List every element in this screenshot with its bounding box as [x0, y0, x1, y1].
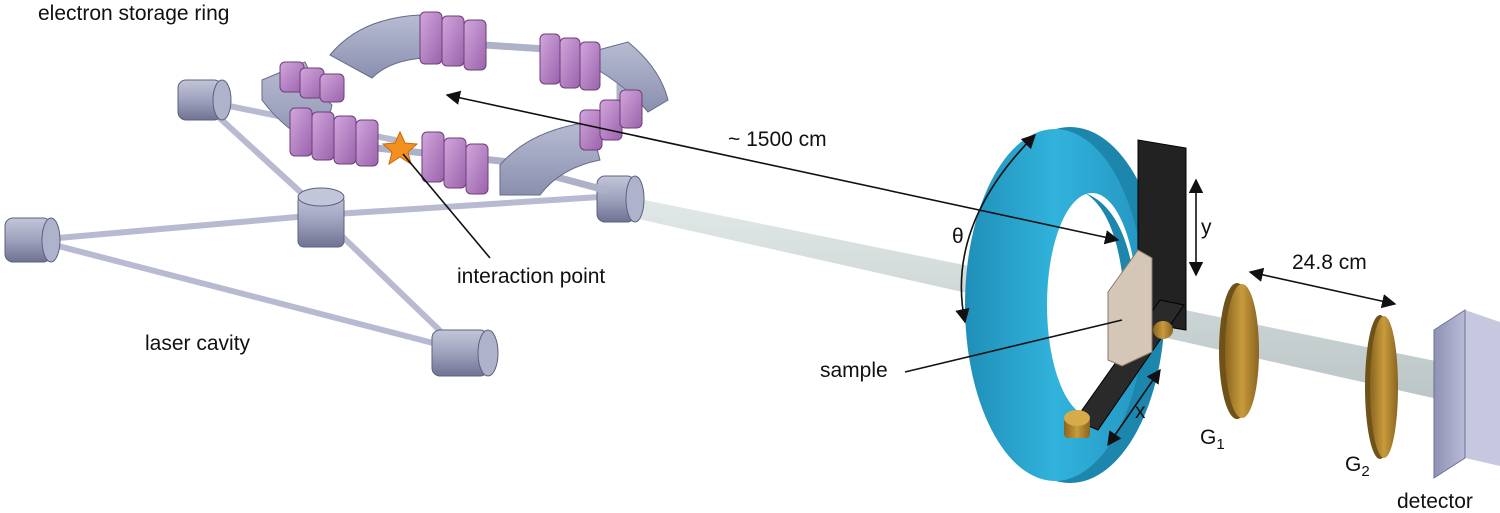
interaction-point-leader [402, 153, 491, 259]
grating-g1 [1219, 283, 1259, 419]
g2-label: G2 [1345, 453, 1370, 480]
long-distance-label: ~ 1500 cm [728, 128, 827, 151]
laser-cavity-label: laser cavity [145, 332, 251, 355]
g1-base: G [1200, 426, 1216, 449]
x-arrow [1107, 368, 1161, 447]
interaction-point-label: interaction point [457, 265, 605, 288]
quadrupole-magnet [279, 61, 345, 103]
laser-mirror [4, 217, 61, 263]
storage-ring [261, 11, 669, 196]
theta-label: θ [952, 225, 964, 248]
sample-label: sample [820, 359, 888, 382]
y-label: y [1201, 216, 1212, 239]
motor-knob [1153, 321, 1173, 339]
motor-knob [1064, 410, 1090, 438]
interaction-point-star [381, 130, 419, 166]
theta-arrow [955, 133, 1037, 324]
g1-subscript: 1 [1216, 436, 1224, 453]
grating-distance-label: 24.8 cm [1292, 251, 1367, 274]
laser-mirror [177, 79, 232, 121]
quadrupole-magnet [579, 89, 643, 151]
quadrupole-magnet [419, 11, 487, 71]
laser-mirror [596, 175, 645, 223]
g1-label: G1 [1200, 426, 1225, 453]
x-label: x [1135, 400, 1146, 423]
quadrupole-magnet [539, 33, 601, 91]
quadrupole-magnet [289, 107, 379, 167]
sample-stage [1064, 139, 1187, 438]
g2-subscript: 2 [1361, 463, 1369, 480]
grating-g2 [1365, 315, 1398, 459]
grating-distance-arrow [1248, 267, 1397, 309]
sample [1107, 249, 1153, 367]
laser-mirror [431, 329, 499, 377]
beam-splitter [297, 187, 345, 248]
detector [1433, 309, 1500, 479]
detector-label: detector [1397, 490, 1473, 513]
sample-leader [904, 319, 1123, 373]
g2-base: G [1345, 453, 1361, 476]
dipole-magnet [329, 14, 426, 79]
quadrupole-magnet [421, 131, 489, 195]
storage-ring-label: electron storage ring [38, 2, 229, 25]
